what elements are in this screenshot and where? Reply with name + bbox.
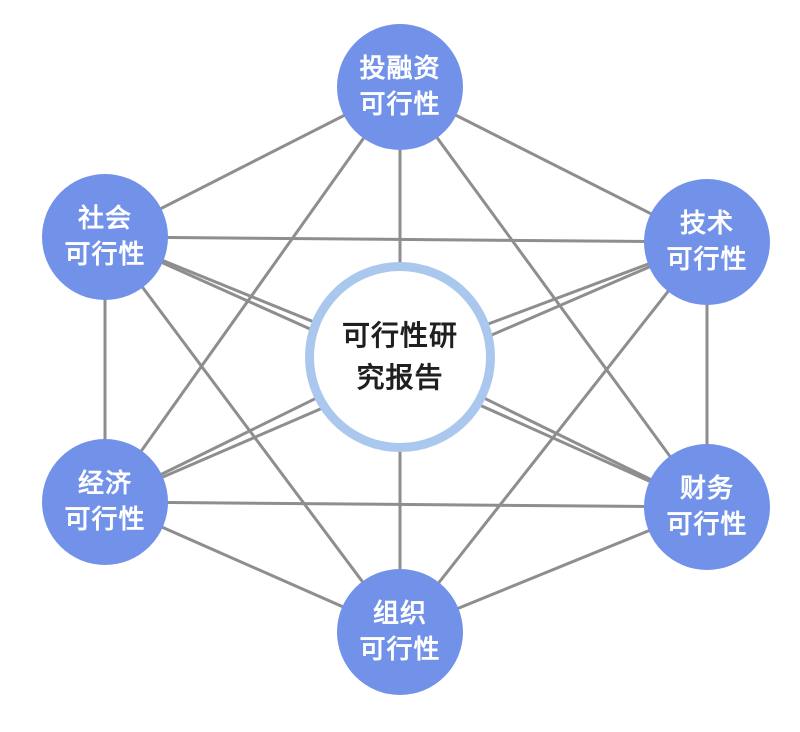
center-node-feasibility-report: 可行性研 究报告 [305,262,495,452]
node-label: 投融资 可行性 [359,53,441,120]
center-node-label: 可行性研 究报告 [341,319,458,394]
node-financial-feasibility: 财务 可行性 [644,444,770,570]
node-label: 组织 可行性 [359,598,441,665]
node-label: 社会 可行性 [64,203,146,270]
node-economic-feasibility: 经济 可行性 [42,439,168,565]
node-social-feasibility: 社会 可行性 [42,174,168,300]
node-organizational-feasibility: 组织 可行性 [337,569,463,695]
node-label: 财务 可行性 [666,473,748,540]
node-investment-financing-feasibility: 投融资 可行性 [337,24,463,150]
node-label: 经济 可行性 [64,468,146,535]
node-label: 技术 可行性 [666,208,748,275]
node-technical-feasibility: 技术 可行性 [644,179,770,305]
